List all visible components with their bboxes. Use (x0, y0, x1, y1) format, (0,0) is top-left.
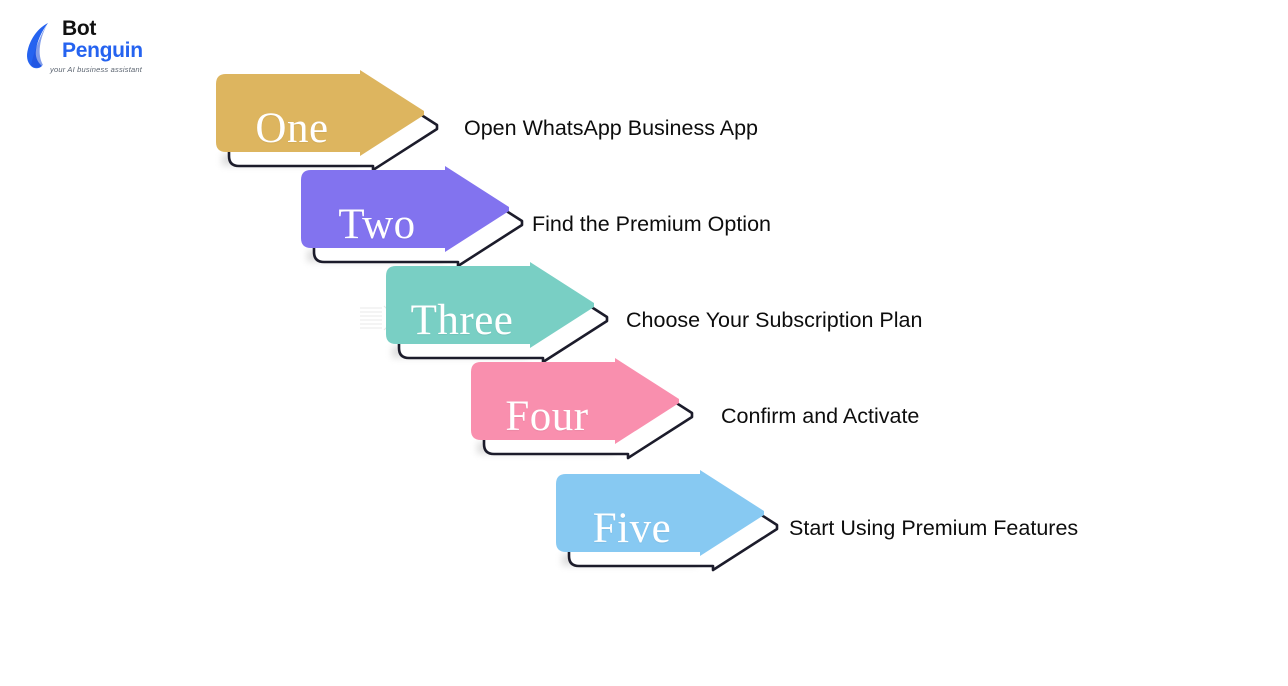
logo-wordmark: Bot Penguin (62, 18, 143, 61)
logo-word-top: Bot (62, 17, 97, 40)
step-label-3: Choose Your Subscription Plan (626, 308, 923, 332)
step-label-5: Start Using Premium Features (789, 516, 1079, 540)
botpenguin-logo: Bot Penguin your AI business assistant (22, 18, 202, 78)
penguin-icon (22, 22, 58, 70)
step-label-2: Find the Premium Option (532, 212, 771, 236)
step-arrow-4[interactable]: Four (463, 358, 703, 474)
logo-tagline: your AI business assistant (50, 65, 143, 74)
step-arrow-1[interactable]: One (208, 70, 448, 186)
step-label-1: Open WhatsApp Business App (464, 116, 759, 140)
logo-word-bottom: Penguin (62, 39, 143, 62)
step-label-4: Confirm and Activate (721, 404, 920, 428)
step-arrow-5[interactable]: Five (548, 470, 788, 586)
